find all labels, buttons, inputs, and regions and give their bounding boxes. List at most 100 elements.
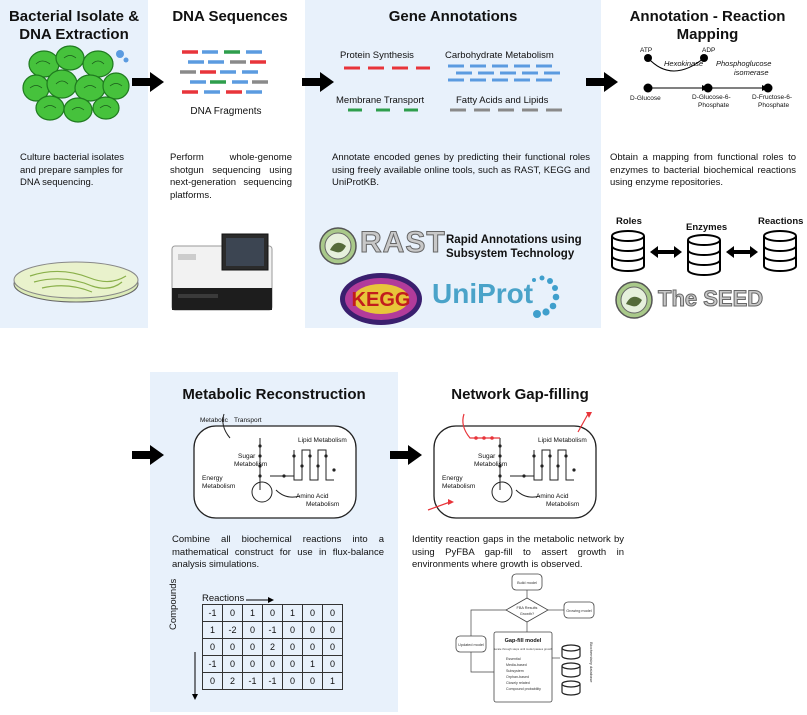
uniprot-logo-text: UniProt bbox=[432, 278, 534, 309]
matrix-cell: -2 bbox=[222, 621, 243, 639]
flow-gapfill-sub: iterate through steps until model passes… bbox=[494, 647, 553, 651]
rast-seal-icon bbox=[319, 227, 357, 265]
gapfill-flowchart: Build model FBA Results Growth? Growing … bbox=[455, 573, 595, 703]
db-label-enzymes: Enzymes bbox=[686, 222, 728, 233]
mapping-title: Annotation - Reaction Mapping bbox=[608, 8, 807, 44]
recon-label-amino-2: Metabolism bbox=[306, 501, 339, 508]
flow-fba: FBA Results bbox=[517, 606, 538, 610]
sequences-description: Perform whole-genome shotgun sequencing … bbox=[170, 152, 292, 201]
matrix-cell: -1 bbox=[262, 621, 283, 639]
matrix-col-arrow-icon bbox=[246, 597, 274, 603]
matrix-cell: 0 bbox=[222, 655, 243, 673]
gapfill-label-sugar-1: Sugar bbox=[478, 453, 496, 460]
flow-arrow-1 bbox=[132, 72, 164, 92]
matrix-cell: 0 bbox=[242, 638, 263, 656]
pathway-adp: ADP bbox=[702, 47, 715, 54]
metabolic-cell-diagram: Metabolic Transport Lipid Metabolism Sug… bbox=[193, 413, 357, 519]
kegg-logo-text: KEGG bbox=[352, 289, 411, 311]
glycolysis-pathway-diagram: ATP ADP Hexokinase Phosphoglucose isomer… bbox=[630, 47, 792, 109]
matrix-cell: 0 bbox=[262, 655, 283, 673]
recon-label-metabolic: Metabolic bbox=[200, 417, 229, 424]
rast-tagline-line1: Rapid Annotations using bbox=[446, 234, 582, 246]
matrix-cell: 0 bbox=[202, 672, 223, 690]
rast-logo-text: RAST bbox=[360, 226, 446, 260]
matrix-row-label: Compounds bbox=[168, 578, 179, 630]
mapping-description: Obtain a mapping from functional roles t… bbox=[610, 152, 796, 188]
matrix-cell: 1 bbox=[242, 604, 263, 622]
matrix-cell: 0 bbox=[302, 638, 323, 656]
sequences-title: DNA Sequences bbox=[172, 8, 288, 25]
recon-label-energy-2: Metabolism bbox=[202, 483, 235, 490]
flow-step-4: Orphan-based bbox=[506, 675, 529, 679]
panel-annotations-bg bbox=[305, 0, 601, 328]
flow-arrow-3 bbox=[586, 72, 618, 92]
mapping-title-line2: Mapping bbox=[676, 26, 739, 43]
annotations-title: Gene Annotations bbox=[388, 8, 518, 25]
recon-label-lipid: Lipid Metabolism bbox=[298, 437, 347, 444]
flow-arrow-4 bbox=[132, 445, 164, 465]
flow-side-label: Biochemistry database bbox=[589, 642, 594, 683]
matrix-cell: 0 bbox=[282, 672, 303, 690]
matrix-cell: 0 bbox=[322, 655, 343, 673]
matrix-cell: -1 bbox=[242, 672, 263, 690]
uniprot-dots-icon bbox=[532, 275, 560, 318]
isolate-title-line1: Bacterial Isolate & bbox=[8, 8, 140, 25]
pathway-isomerase-1: Phosphoglucose bbox=[716, 59, 771, 68]
matrix-row-arrow-icon bbox=[192, 652, 198, 700]
matrix-cell: -1 bbox=[202, 604, 223, 622]
sequencer-illustration bbox=[171, 233, 273, 311]
matrix-cell: -1 bbox=[262, 672, 283, 690]
pathway-atp: ATP bbox=[640, 47, 652, 54]
gapfill-label-amino-1: Amino Acid bbox=[536, 493, 569, 500]
matrix-cell: 1 bbox=[322, 672, 343, 690]
recon-label-sugar-1: Sugar bbox=[238, 453, 256, 460]
gapfill-label-energy-1: Energy bbox=[442, 475, 463, 482]
recon-label-energy-1: Energy bbox=[202, 475, 223, 482]
matrix-cell: -1 bbox=[202, 655, 223, 673]
reconstruction-title: Metabolic Reconstruction bbox=[182, 386, 366, 403]
flow-gapfill-title: Gap-fill model bbox=[505, 638, 542, 644]
db-label-roles: Roles bbox=[616, 216, 642, 227]
kegg-logo-icon: KEGG bbox=[340, 273, 422, 325]
flow-step-2: Media-based bbox=[506, 663, 527, 667]
petri-dish-illustration bbox=[13, 261, 139, 303]
matrix-cell: 1 bbox=[302, 655, 323, 673]
flow-step-6: Compound probability bbox=[506, 687, 541, 691]
category-carbohydrate-metabolism: Carbohydrate Metabolism bbox=[445, 50, 554, 61]
matrix-cell: 0 bbox=[282, 638, 303, 656]
matrix-cell: 1 bbox=[282, 604, 303, 622]
rast-tagline: Rapid Annotations using Subsystem Techno… bbox=[446, 233, 582, 261]
recon-label-transport: Transport bbox=[234, 417, 262, 424]
gapfill-cell-diagram: Lipid Metabolism Sugar Metabolism Energy… bbox=[427, 412, 597, 519]
flow-build: Build model bbox=[517, 581, 537, 585]
recon-label-sugar-2: Metabolism bbox=[234, 461, 267, 468]
pathway-f6p-2: Phosphate bbox=[758, 102, 789, 109]
matrix-cell: 0 bbox=[322, 621, 343, 639]
category-fatty-acids-lipids: Fatty Acids and Lipids bbox=[456, 95, 549, 106]
pathway-isomerase-2: isomerase bbox=[734, 68, 769, 77]
gapfill-label-lipid: Lipid Metabolism bbox=[538, 437, 587, 444]
matrix-cell: 0 bbox=[262, 604, 283, 622]
annotations-description: Annotate encoded genes by predicting the… bbox=[332, 152, 590, 188]
flow-arrow-5 bbox=[390, 445, 422, 465]
bacterial-cluster-illustration bbox=[22, 45, 130, 123]
matrix-cell: 0 bbox=[322, 604, 343, 622]
seed-seal-icon bbox=[615, 281, 653, 319]
db-label-reactions: Reactions bbox=[758, 216, 804, 227]
matrix-cell: 0 bbox=[282, 655, 303, 673]
flow-step-1: Essential bbox=[506, 657, 521, 661]
isolate-description: Culture bacterial isolates and prepare s… bbox=[20, 152, 125, 188]
annotation-gene-bars bbox=[344, 64, 562, 112]
rast-tagline-line2: Subsystem Technology bbox=[446, 248, 575, 260]
matrix-cell: 2 bbox=[222, 672, 243, 690]
gapfill-label-energy-2: Metabolism bbox=[442, 483, 475, 490]
matrix-cell: 0 bbox=[322, 638, 343, 656]
matrix-cell: 0 bbox=[222, 604, 243, 622]
matrix-cell: 0 bbox=[222, 638, 243, 656]
matrix-cell: 0 bbox=[302, 672, 323, 690]
recon-label-amino-1: Amino Acid bbox=[296, 493, 329, 500]
matrix-cell: 0 bbox=[202, 638, 223, 656]
